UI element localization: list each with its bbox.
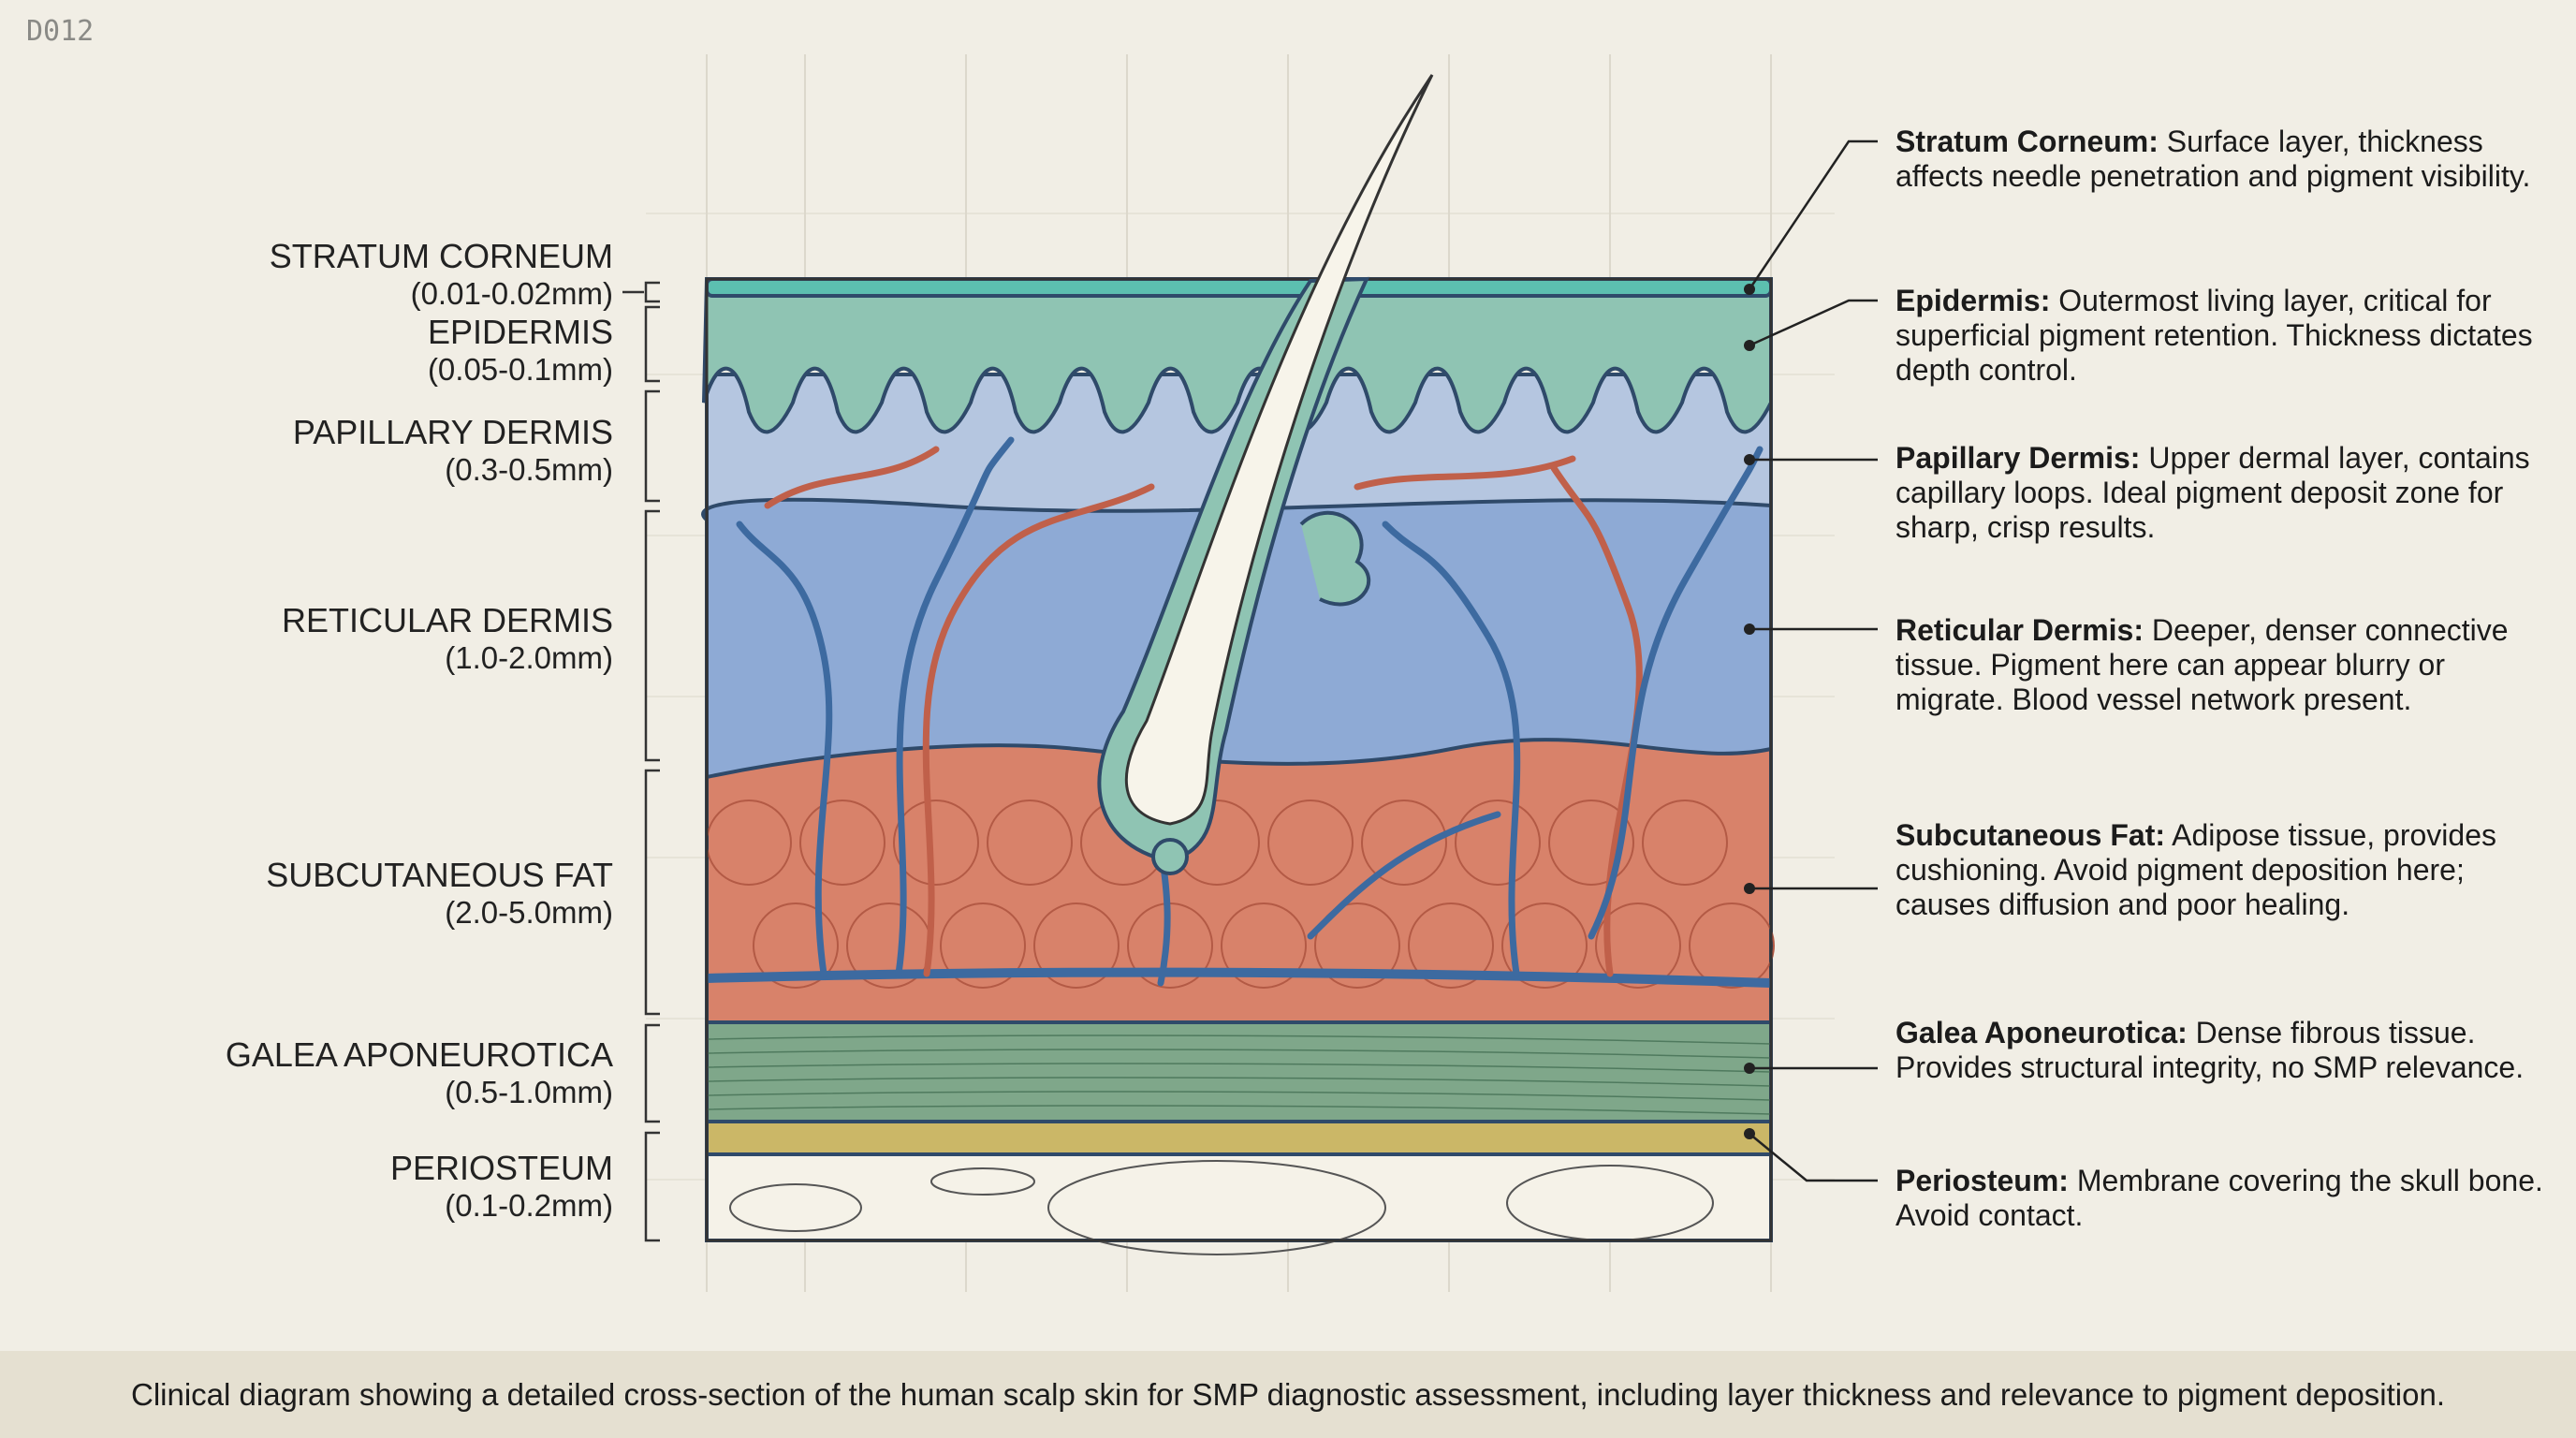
fat-cell [987, 800, 1073, 886]
vessel-horizontal [706, 967, 1772, 988]
blood-vessels [736, 436, 1764, 987]
subcutaneous-fat-layer [705, 738, 1773, 1024]
blood-vessel [1550, 464, 1643, 977]
fat-cell [1314, 902, 1400, 989]
caption: Clinical diagram showing a detailed cros… [130, 1376, 2446, 1412]
callout-line [1749, 1133, 1878, 1182]
desc-reticular-dermis: Reticular Dermis: Deeper, denser connect… [1895, 613, 2509, 716]
blood-vessel [764, 446, 940, 509]
callout-line [1748, 139, 1878, 290]
galea-fiber [706, 1105, 1772, 1115]
label-papillary-dermis: PAPILLARY DERMIS(0.3-0.5mm) [292, 413, 613, 488]
fat-cell [1361, 800, 1447, 886]
blood-vessel [1307, 811, 1501, 940]
blood-vessel [1588, 446, 1764, 940]
fat-cell [1595, 902, 1681, 989]
fat-cell [940, 902, 1026, 989]
fat-cell [1408, 902, 1494, 989]
desc-galea-aponeurotica: Galea Aponeurotica: Dense fibrous tissue… [1895, 1016, 2525, 1084]
bracket-6 [644, 1131, 660, 1242]
fat-cell [1501, 902, 1588, 989]
galea-fiber [706, 1049, 1772, 1059]
label-epidermis: EPIDERMIS(0.05-0.1mm) [427, 313, 613, 388]
bracket-4 [644, 769, 660, 1016]
bracket-2 [644, 389, 660, 503]
galea-fiber [706, 1034, 1772, 1045]
fat-cell [799, 800, 886, 886]
callout-lines [1744, 139, 1878, 1182]
fat-cell [1642, 800, 1728, 886]
epidermis-layer [702, 277, 1773, 434]
fat-cell [1548, 800, 1634, 886]
fat-cell [753, 902, 839, 989]
skull-bone [705, 1152, 1773, 1242]
sebaceous-gland [1299, 510, 1371, 607]
fat-cell [1689, 902, 1775, 989]
label-periosteum: PERIOSTEUM(0.1-0.2mm) [389, 1149, 613, 1224]
bracket-1 [644, 305, 660, 383]
desc-subcutaneous-fat: Subcutaneous Fat: Adipose tissue, provid… [1895, 818, 2496, 921]
label-galea-aponeurotica: GALEA APONEUROTICA(0.5-1.0mm) [225, 1035, 613, 1110]
galea-fiber [706, 1063, 1772, 1073]
desc-periosteum: Periosteum: Membrane covering the skull … [1895, 1164, 2543, 1232]
blood-vessel [1382, 521, 1521, 977]
hair-shaft [1124, 74, 1434, 826]
periosteum-layer [705, 1120, 1773, 1156]
bone-cavity [729, 1183, 862, 1232]
hair-follicle [1097, 74, 1434, 875]
desc-epidermis: Epidermis: Outermost living layer, criti… [1895, 284, 2533, 387]
caption-bar: Clinical diagram showing a detailed cros… [0, 1351, 2576, 1438]
diagram-border [705, 277, 1773, 1242]
callout-line [1749, 299, 1878, 347]
bone-cavity [1047, 1160, 1386, 1255]
blood-vessel [1354, 455, 1576, 491]
thickness-brackets [622, 281, 660, 1242]
fat-cell [1033, 902, 1120, 989]
bracket-0 [644, 281, 660, 303]
blood-vessel [922, 483, 1155, 977]
desc-papillary-dermis: Papillary Dermis: Upper dermal layer, co… [1895, 441, 2530, 544]
bracket-3 [644, 509, 660, 762]
stratum-corneum-layer [705, 277, 1773, 298]
galea-fiber [706, 1077, 1772, 1087]
label-stratum-corneum: STRATUM CORNEUM(0.01-0.02mm) [269, 237, 613, 312]
fat-cell [1267, 800, 1354, 886]
hair-bulb [1151, 838, 1189, 875]
fat-cell [1221, 902, 1307, 989]
blood-vessel [736, 521, 833, 977]
desc-stratum-corneum: Stratum Corneum: Surface layer, thicknes… [1895, 125, 2531, 193]
blood-vessel [895, 436, 1015, 977]
figure-id: D012 [26, 15, 95, 48]
bone-cavity [930, 1167, 1035, 1196]
label-reticular-dermis: RETICULAR DERMIS(1.0-2.0mm) [281, 601, 613, 676]
fat-cell [1455, 800, 1541, 886]
galea-fiber [706, 1091, 1772, 1101]
fat-cell [893, 800, 979, 886]
bracket-5 [644, 1023, 660, 1123]
label-subcutaneous-fat: SUBCUTANEOUS FAT(2.0-5.0mm) [266, 856, 613, 931]
